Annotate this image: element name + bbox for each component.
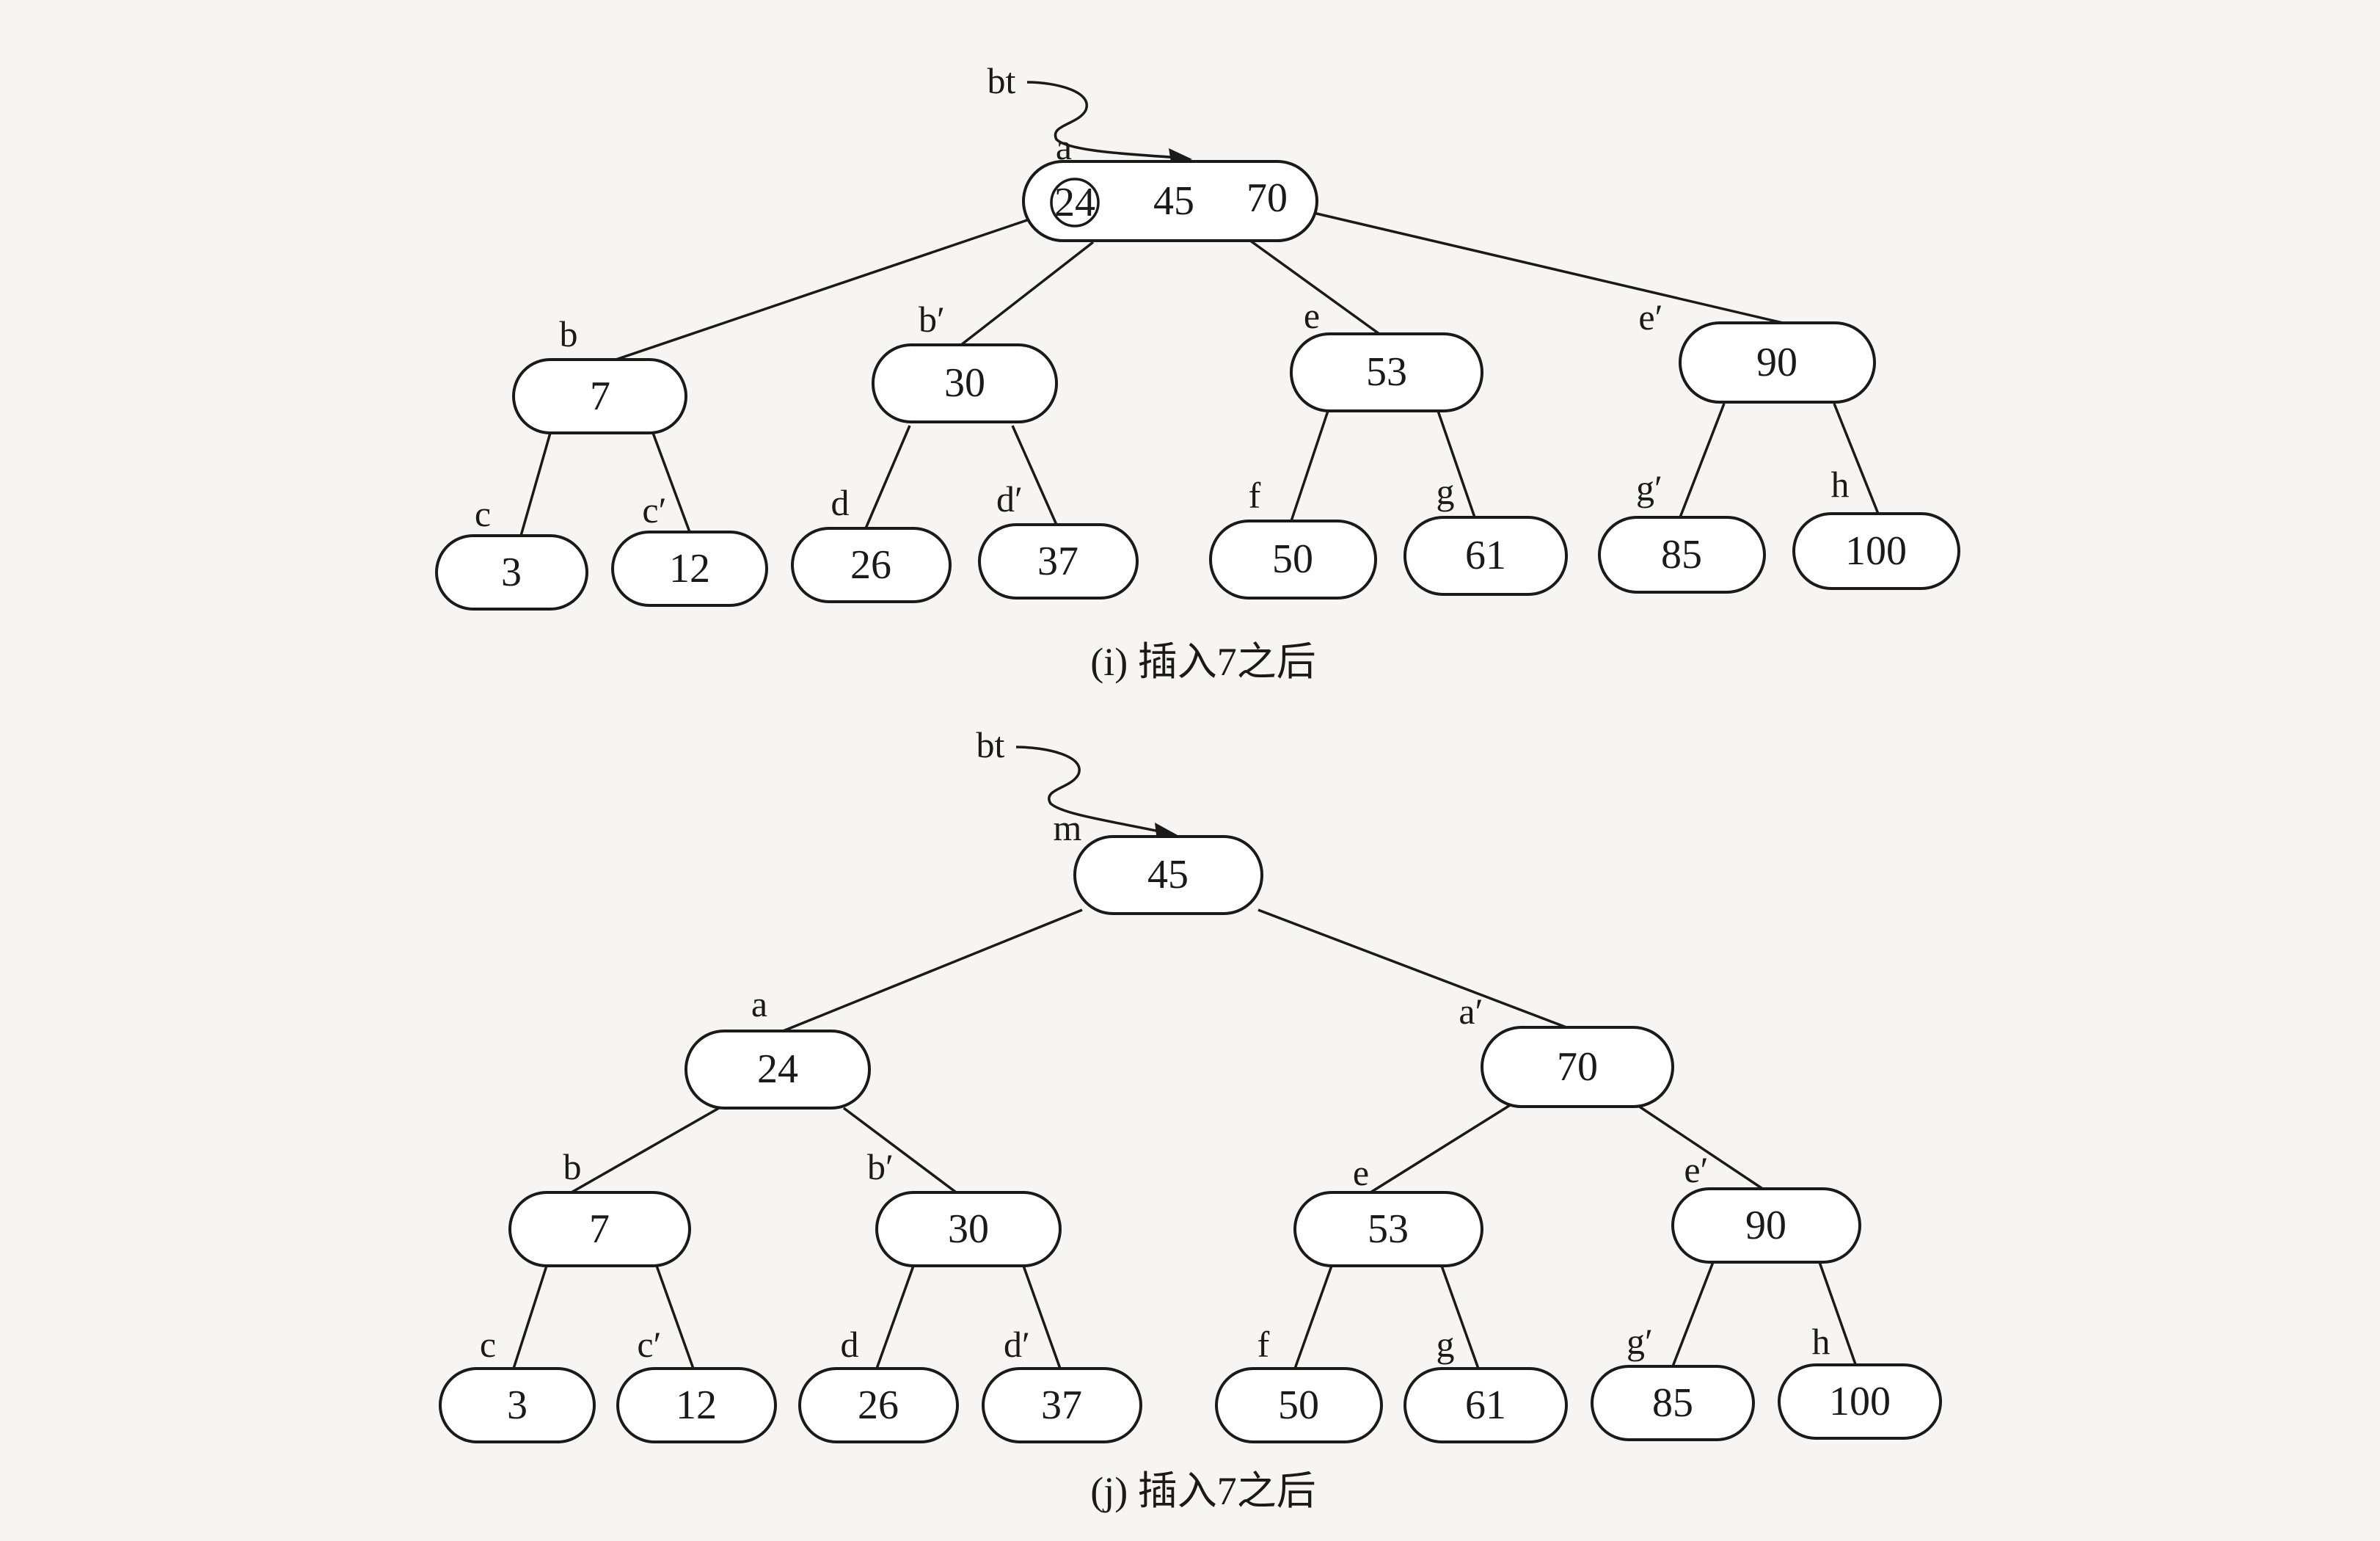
diagram-i: bt 24 45 70 a 7 b 30 b′ 53 e bbox=[435, 60, 1960, 684]
node-label: c bbox=[480, 1324, 496, 1365]
node-a: 24 a bbox=[685, 983, 871, 1110]
node-label: f bbox=[1249, 475, 1261, 516]
node-d: 26 d bbox=[798, 1324, 959, 1443]
node-key: 50 bbox=[1272, 536, 1313, 582]
node-b: 7 b bbox=[512, 313, 687, 434]
node-label: e bbox=[1353, 1152, 1369, 1193]
node-label: g′ bbox=[1636, 467, 1662, 509]
node-key: 45 bbox=[1147, 852, 1189, 897]
node-label: c′ bbox=[642, 489, 666, 531]
node-label: d bbox=[831, 482, 850, 523]
node-c-prime: 12 c′ bbox=[616, 1324, 777, 1443]
node-g-prime: 85 g′ bbox=[1591, 1321, 1755, 1441]
node-key: 37 bbox=[1041, 1382, 1082, 1428]
node-d-prime: 37 d′ bbox=[978, 478, 1139, 600]
node-label: h bbox=[1831, 464, 1850, 505]
root-pointer-label: bt bbox=[988, 60, 1016, 101]
node-key: 85 bbox=[1661, 532, 1702, 578]
node-label: g bbox=[1437, 1324, 1455, 1365]
node-key: 61 bbox=[1465, 533, 1506, 578]
node-c: 3 c bbox=[439, 1324, 596, 1443]
node-c: 3 c bbox=[435, 493, 588, 611]
node-label: g′ bbox=[1627, 1321, 1653, 1362]
node-d-prime: 37 d′ bbox=[982, 1324, 1142, 1443]
node-g: 61 g bbox=[1403, 1324, 1568, 1443]
node-label: h bbox=[1812, 1321, 1830, 1362]
node-g: 61 g bbox=[1403, 471, 1568, 596]
node-b-prime: 30 b′ bbox=[872, 299, 1058, 423]
node-key: 30 bbox=[944, 360, 985, 406]
node-label: a′ bbox=[1459, 991, 1483, 1032]
node-key: 7 bbox=[590, 374, 610, 419]
node-b-prime: 30 b′ bbox=[867, 1146, 1062, 1267]
node-label: e′ bbox=[1684, 1149, 1708, 1190]
node-key: 3 bbox=[501, 550, 522, 595]
node-key: 26 bbox=[858, 1382, 899, 1428]
node-label: e bbox=[1304, 295, 1320, 336]
node-label: b bbox=[563, 1146, 582, 1187]
node-key: 85 bbox=[1652, 1380, 1693, 1426]
node-label: m bbox=[1054, 807, 1082, 848]
node-label: a bbox=[751, 983, 767, 1024]
node-label: e′ bbox=[1638, 296, 1662, 338]
node-key: 45 bbox=[1153, 178, 1194, 224]
circled-key-marker bbox=[1050, 178, 1100, 227]
diagram-j: bt 45 m 24 a 70 a′ 7 b 30 b′ bbox=[439, 724, 1942, 1513]
node-label: b bbox=[560, 313, 578, 354]
node-key: 3 bbox=[507, 1382, 528, 1428]
node-key: 12 bbox=[676, 1382, 717, 1428]
node-key: 7 bbox=[589, 1206, 610, 1252]
node-d: 26 d bbox=[791, 482, 952, 603]
node-a: 24 45 70 a bbox=[1022, 126, 1318, 242]
root-pointer-arrow bbox=[1015, 746, 1167, 834]
node-key: 70 bbox=[1246, 175, 1288, 221]
node-key: 100 bbox=[1829, 1379, 1891, 1424]
node-key: 53 bbox=[1366, 349, 1407, 395]
node-key: 100 bbox=[1845, 528, 1907, 574]
node-h: 100 h bbox=[1792, 464, 1960, 590]
node-f: 50 f bbox=[1209, 475, 1377, 600]
node-b: 7 b bbox=[508, 1146, 691, 1267]
node-label: a bbox=[1056, 126, 1072, 167]
node-key: 61 bbox=[1465, 1382, 1506, 1428]
node-label: c′ bbox=[637, 1324, 661, 1365]
root-pointer-arrow bbox=[1026, 81, 1182, 159]
node-label: d′ bbox=[1004, 1324, 1030, 1365]
node-c-prime: 12 c′ bbox=[611, 489, 768, 607]
node-m: 45 m bbox=[1054, 807, 1263, 915]
node-key: 30 bbox=[948, 1206, 989, 1252]
node-e-prime: 90 e′ bbox=[1638, 296, 1876, 404]
caption-i: (i) 插入7之后 bbox=[1090, 640, 1315, 684]
node-e: 53 e bbox=[1293, 1152, 1483, 1267]
node-label: f bbox=[1257, 1324, 1270, 1365]
node-key: 37 bbox=[1037, 539, 1078, 584]
node-key: 50 bbox=[1278, 1382, 1319, 1428]
tree-edges bbox=[512, 908, 1858, 1369]
node-key: 24 bbox=[1054, 180, 1095, 225]
node-label: b′ bbox=[867, 1146, 894, 1187]
caption-j: (j) 插入7之后 bbox=[1090, 1469, 1315, 1513]
node-h: 100 h bbox=[1778, 1321, 1942, 1440]
root-pointer-label: bt bbox=[977, 724, 1005, 765]
node-f: 50 f bbox=[1215, 1324, 1383, 1443]
node-e: 53 e bbox=[1290, 295, 1483, 412]
node-key: 12 bbox=[669, 546, 710, 591]
node-key: 53 bbox=[1368, 1206, 1409, 1252]
tree-edges bbox=[519, 211, 1880, 536]
node-key: 24 bbox=[757, 1046, 798, 1092]
node-e-prime: 90 e′ bbox=[1671, 1149, 1861, 1264]
node-key: 90 bbox=[1756, 340, 1797, 385]
node-key: 26 bbox=[850, 542, 891, 588]
node-key: 70 bbox=[1557, 1044, 1598, 1090]
node-label: g bbox=[1437, 471, 1455, 512]
node-a-prime: 70 a′ bbox=[1459, 991, 1674, 1108]
node-label: c bbox=[475, 493, 491, 534]
node-label: d bbox=[841, 1324, 859, 1365]
node-label: d′ bbox=[996, 478, 1023, 520]
node-label: b′ bbox=[919, 299, 945, 340]
node-g-prime: 85 g′ bbox=[1598, 467, 1766, 594]
node-key: 90 bbox=[1745, 1203, 1786, 1248]
